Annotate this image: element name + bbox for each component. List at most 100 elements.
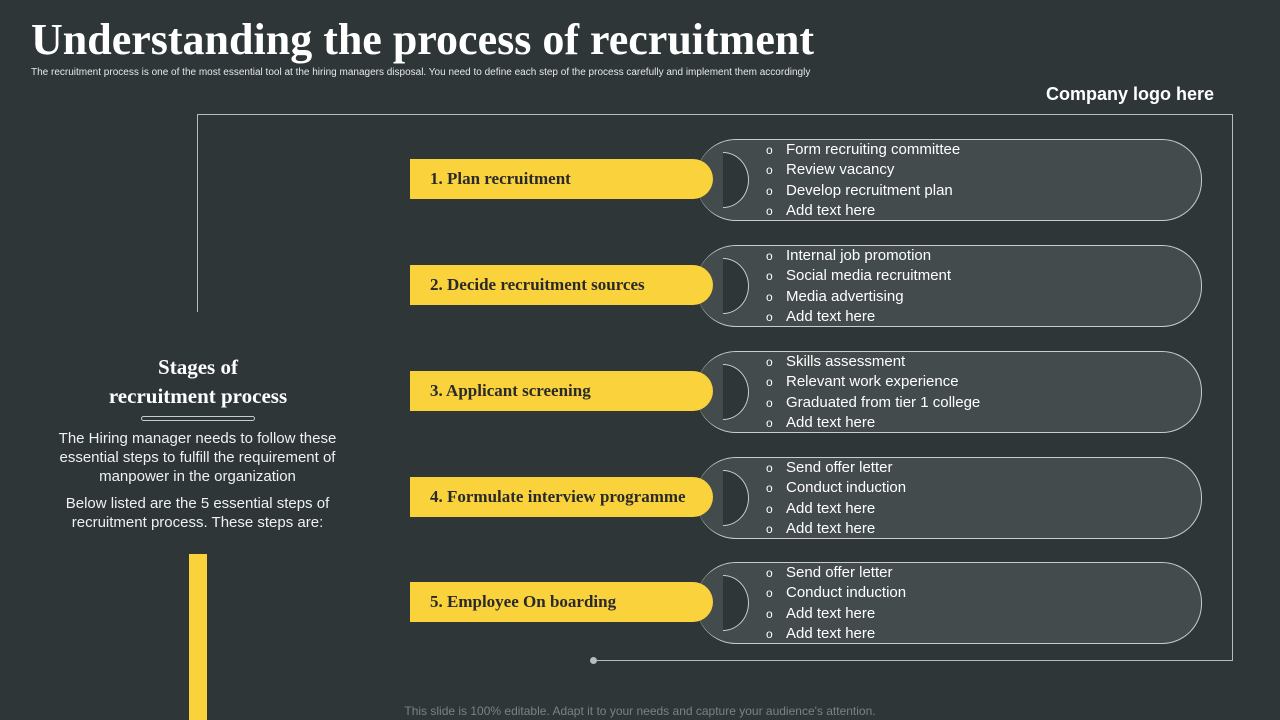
bullet-circle-icon: o (766, 501, 773, 516)
bullet-circle-icon: o (766, 627, 773, 642)
stage-row: 3. Applicant screening o Skills assessment… (410, 351, 1205, 433)
stage-item-text: Add text here (786, 520, 876, 538)
stage-item: o Relevant work experience (766, 372, 980, 392)
stage-item-text: Conduct induction (786, 479, 907, 497)
stage-item: o Develop recruitment plan (766, 181, 960, 201)
stage-row: 2. Decide recruitment sources o Internal j… (410, 245, 1205, 327)
bullet-circle-icon: o (766, 522, 773, 537)
stage-details-panel (696, 562, 1202, 644)
bullet-circle-icon: o (766, 249, 773, 263)
stage-item-text: Send offer letter (786, 564, 893, 581)
stage-item-text: Add text here (786, 604, 876, 622)
stage-item: o Review vacancy (766, 160, 960, 180)
frame-line-top (197, 114, 1233, 115)
stage-item: o Add text here (766, 604, 906, 624)
stage-row: 5. Employee On boarding o Send offer lette… (410, 562, 1205, 644)
side-heading-line2: recruitment process (108, 384, 288, 408)
stage-details-panel (696, 245, 1202, 327)
stage-item-text: Conduct induction (786, 584, 907, 602)
stage-details-panel (696, 139, 1202, 221)
bullet-circle-icon: o (766, 481, 773, 496)
side-heading: Stages of recruitment process (70, 353, 326, 411)
bullet-circle-icon: o (766, 416, 773, 431)
stage-details-panel (696, 457, 1202, 539)
stage-label-bar: 1. Plan recruitment (410, 159, 713, 199)
stage-label: 3. Applicant screening (430, 381, 591, 400)
stage-item: o Add text here (766, 413, 980, 433)
stage-item: o Internal job promotion (766, 246, 951, 266)
stage-item: o Media advertising (766, 287, 951, 307)
frame-line-right (1232, 114, 1233, 661)
stage-item: o Add text here (766, 624, 906, 644)
stage-item-text: Add text here (786, 625, 876, 643)
stage-item-text: Add text here (786, 202, 876, 220)
bullet-circle-icon: o (766, 566, 773, 580)
stage-label: 5. Employee On boarding (430, 592, 617, 611)
stage-item: o Send offer letter (766, 458, 906, 478)
stage-label-bar: 5. Employee On boarding (410, 582, 713, 622)
stage-item-text: Social media recruitment (786, 267, 952, 285)
side-heading-line1: Stages of (158, 355, 238, 379)
frame-line-bottom (594, 660, 1233, 661)
stage-label: 2. Decide recruitment sources (430, 275, 645, 294)
frame-line-left (197, 114, 198, 312)
stage-item: o Add text here (766, 201, 960, 221)
bullet-circle-icon: o (766, 269, 773, 284)
stage-item-text: Send offer letter (786, 459, 893, 476)
bullet-circle-icon: o (766, 163, 773, 178)
side-steps-intro: Below listed are the 5 essential steps o… (65, 495, 330, 531)
bullet-circle-icon: o (766, 375, 773, 390)
stage-item-text: Form recruiting committee (786, 141, 961, 158)
stage-item: o Social media recruitment (766, 266, 951, 286)
accent-bar (189, 554, 207, 720)
stage-item: o Add text here (766, 519, 906, 539)
stage-item-text: Internal job promotion (786, 247, 932, 264)
bullet-circle-icon: o (766, 143, 773, 157)
page-subtitle: The recruitment process is one of the mo… (31, 67, 811, 78)
stage-item-text: Graduated from tier 1 college (786, 393, 981, 411)
stage-label-bar: 3. Applicant screening (410, 371, 713, 411)
stage-label: 1. Plan recruitment (430, 169, 571, 188)
company-logo-placeholder: Company logo here (1046, 84, 1215, 104)
stage-label-bar: 2. Decide recruitment sources (410, 265, 713, 305)
stage-item: o Add text here (766, 499, 906, 519)
footer-note: This slide is 100% editable. Adapt it to… (404, 704, 876, 718)
side-heading-underline (141, 416, 255, 421)
stage-item-text: Develop recruitment plan (786, 181, 953, 199)
bullet-circle-icon: o (766, 310, 773, 325)
bullet-circle-icon: o (766, 395, 773, 410)
bullet-circle-icon: o (766, 183, 773, 198)
bullet-circle-icon: o (766, 606, 773, 621)
stage-item: o Send offer letter (766, 563, 906, 583)
stage-item-text: Relevant work experience (786, 373, 959, 391)
stage-item-text: Media advertising (786, 287, 904, 305)
stage-item: o Conduct induction (766, 478, 906, 498)
stage-row: 1. Plan recruitment o Form recruiting comm… (410, 139, 1205, 221)
stage-item: o Graduated from tier 1 college (766, 393, 980, 413)
stage-item-text: Add text here (786, 414, 876, 432)
bullet-circle-icon: o (766, 289, 773, 304)
frame-end-dot (590, 657, 597, 664)
stage-item-text: Skills assessment (786, 353, 906, 370)
bullet-circle-icon: o (766, 461, 773, 475)
stage-row: 4. Formulate interview programme o Send of… (410, 457, 1205, 539)
bullet-circle-icon: o (766, 204, 773, 219)
page-title: Understanding the process of recruitment (31, 15, 814, 64)
side-description: The Hiring manager needs to follow these… (58, 430, 337, 485)
bullet-circle-icon: o (766, 355, 773, 369)
stage-details-panel (696, 351, 1202, 433)
stage-item: o Skills assessment (766, 352, 980, 372)
stage-label-bar: 4. Formulate interview programme (410, 477, 713, 517)
stage-item-text: Add text here (786, 499, 876, 517)
stage-label: 4. Formulate interview programme (430, 487, 686, 506)
bullet-circle-icon: o (766, 586, 773, 601)
stage-item: o Conduct induction (766, 583, 906, 603)
stage-item-text: Review vacancy (786, 161, 895, 179)
stage-item: o Form recruiting committee (766, 140, 960, 160)
